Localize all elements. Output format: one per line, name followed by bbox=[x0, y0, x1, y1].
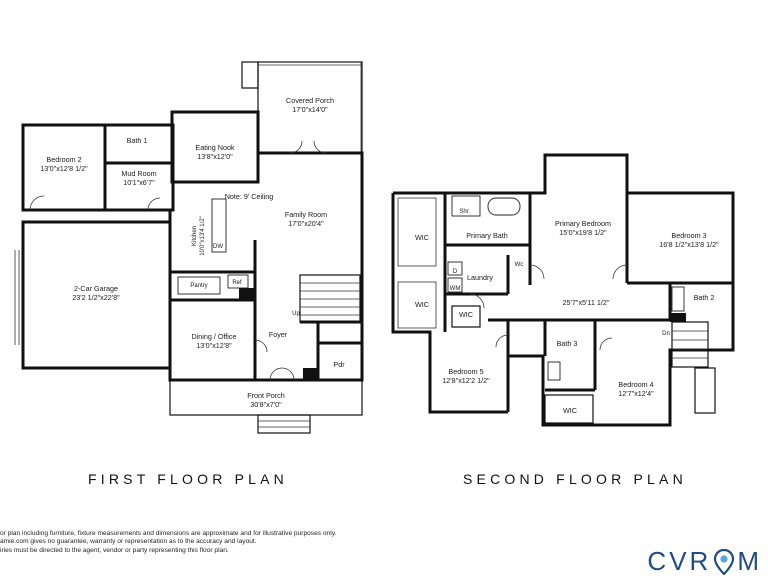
first-floor-walls bbox=[14, 61, 364, 434]
room-dims-bedroom-5: 12'8"x12'2 1/2" bbox=[442, 376, 490, 385]
disclaimer-text: or plan including furniture, fixture mea… bbox=[0, 530, 336, 555]
first-floor-labels: Covered Porch 17'0"x14'0" Eating Nook 13… bbox=[40, 96, 345, 409]
second-floor-labels: Primary Bedroom 15'0"x19'8 1/2" Bedroom … bbox=[415, 209, 719, 415]
room-dims-bedroom-4: 12'7"x12'4" bbox=[618, 389, 654, 398]
first-floor-title: FIRST FLOOR PLAN bbox=[88, 471, 288, 487]
room-name-family-room: Family Room bbox=[285, 210, 327, 219]
room-dims-front-porch: 30'8"x7'0" bbox=[250, 400, 282, 409]
second-floor-walls bbox=[391, 153, 735, 427]
room-name-powder: Pdr bbox=[333, 360, 345, 369]
room-dims-garage: 23'2 1/2"x22'8" bbox=[72, 293, 120, 302]
room-name-wic-4: WIC bbox=[563, 406, 577, 415]
stairs-down-label: Dn bbox=[662, 331, 670, 337]
dishwasher-label: DW bbox=[213, 244, 223, 250]
room-name-bedroom-2: Bedroom 2 bbox=[46, 155, 81, 164]
room-dims-kitchen: 10'0"x13'4 1/2" bbox=[200, 216, 206, 256]
room-name-bedroom-5: Bedroom 5 bbox=[448, 367, 483, 376]
room-dims-bedroom-3: 16'8 1/2"x13'8 1/2" bbox=[659, 240, 719, 249]
room-name-foyer: Foyer bbox=[269, 330, 288, 339]
room-name-bath-1: Bath 1 bbox=[127, 136, 148, 145]
room-name-garage: 2-Car Garage bbox=[74, 284, 118, 293]
room-name-mud-room: Mud Room bbox=[121, 169, 156, 178]
shower-label: Shr bbox=[459, 209, 468, 215]
room-name-eating-nook: Eating Nook bbox=[195, 143, 235, 152]
wc-label: Wc bbox=[515, 262, 524, 268]
stairs-up-label: Up bbox=[292, 311, 300, 317]
room-name-bath-2: Bath 2 bbox=[694, 293, 715, 302]
map-pin-icon bbox=[713, 548, 735, 576]
logo-text-right: M bbox=[737, 546, 762, 576]
room-name-front-porch: Front Porch bbox=[247, 391, 285, 400]
dryer-label: D bbox=[453, 269, 458, 275]
room-dims-family-room: 17'0"x20'4" bbox=[288, 219, 324, 228]
disclaimer-line: amie.com gives no guarantee, warranty or… bbox=[0, 538, 257, 546]
room-dims-covered-porch: 17'0"x14'0" bbox=[292, 105, 328, 114]
room-dims-primary-bedroom: 15'0"x19'8 1/2" bbox=[559, 228, 607, 237]
room-name-wic-2: WIC bbox=[415, 300, 429, 309]
ref-label: Ref bbox=[232, 280, 242, 286]
room-name-wic-3: WIC bbox=[459, 310, 473, 319]
disclaimer-line: or plan including furniture, fixture mea… bbox=[0, 530, 337, 537]
brand-logo: CVR M bbox=[647, 546, 762, 577]
room-name-bath-3: Bath 3 bbox=[557, 339, 578, 348]
room-dims-bedroom-2: 13'0"x12'8 1/2" bbox=[40, 164, 88, 173]
room-name-kitchen: Kitchen bbox=[192, 226, 198, 246]
room-name-primary-bath: Primary Bath bbox=[466, 231, 508, 240]
second-floor-title: SECOND FLOOR PLAN bbox=[463, 471, 687, 487]
ceiling-note: Note: 9' Ceiling bbox=[225, 192, 274, 201]
room-name-dining-office: Dining / Office bbox=[191, 332, 236, 341]
room-name-wic-1: WIC bbox=[415, 233, 429, 242]
disclaimer-line: iries must be directed to the agent, ven… bbox=[0, 546, 229, 554]
room-name-bedroom-3: Bedroom 3 bbox=[671, 231, 706, 240]
room-name-covered-porch: Covered Porch bbox=[286, 96, 334, 105]
room-dims-eating-nook: 13'8"x12'0" bbox=[197, 152, 233, 161]
room-dims-dining-office: 13'0"x12'8" bbox=[196, 341, 232, 350]
room-name-primary-bedroom: Primary Bedroom bbox=[555, 219, 611, 228]
logo-text-left: CVR bbox=[647, 546, 712, 576]
room-name-laundry: Laundry bbox=[467, 273, 493, 282]
room-dims-mud-room: 10'1"x6'7" bbox=[123, 178, 155, 187]
room-name-bedroom-4: Bedroom 4 bbox=[618, 380, 653, 389]
room-dims-hall: 25'7"x5'11 1/2" bbox=[563, 298, 610, 307]
pantry-label: Pantry bbox=[190, 283, 207, 289]
washer-label: WM bbox=[450, 286, 461, 292]
